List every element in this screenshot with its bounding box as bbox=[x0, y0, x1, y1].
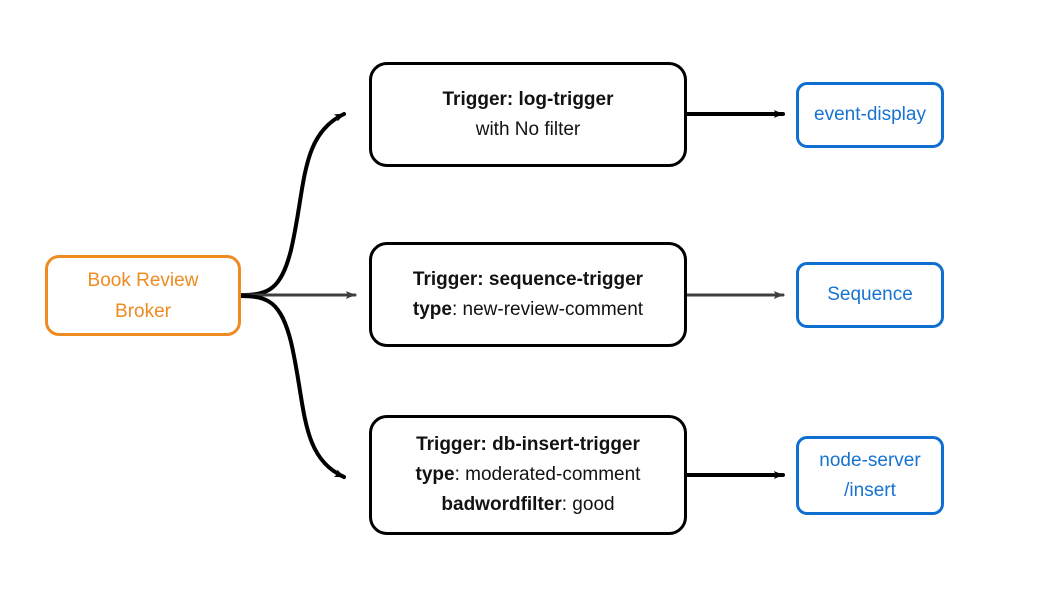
trigger-title: Trigger: sequence-trigger bbox=[412, 268, 644, 290]
sink-label-line-1: Sequence bbox=[827, 284, 913, 305]
trigger-title: Trigger: log-trigger bbox=[442, 88, 614, 110]
broker-label-line-2: Broker bbox=[115, 300, 171, 322]
trigger-extra-value: : good bbox=[561, 494, 615, 515]
trigger-detail-value: : moderated-comment bbox=[454, 464, 641, 485]
edge-broker-to-log-trigger bbox=[239, 112, 346, 297]
node-trigger-sequence-trigger[interactable]: Trigger: sequence-trigger type: new-revi… bbox=[369, 242, 687, 347]
sink-label-line-2: /insert bbox=[844, 479, 896, 501]
sink-label-line-1: node-server bbox=[819, 449, 921, 471]
trigger-title: Trigger: db-insert-trigger bbox=[416, 434, 640, 455]
trigger-detail: with No filter bbox=[476, 115, 581, 145]
trigger-detail: type: new-review-comment bbox=[413, 295, 643, 325]
node-book-review-broker[interactable]: Book Review Broker bbox=[45, 255, 241, 336]
node-trigger-log-trigger[interactable]: Trigger: log-trigger with No filter bbox=[369, 62, 687, 167]
node-sink-node-server-insert[interactable]: node-server /insert bbox=[796, 436, 944, 515]
trigger-detail-key: type bbox=[415, 464, 455, 485]
trigger-extra-key: badwordfilter bbox=[441, 494, 562, 515]
trigger-detail: type: moderated-comment bbox=[416, 460, 641, 490]
trigger-extra: badwordfilter: good bbox=[441, 490, 614, 520]
edge-broker-to-db-insert-trigger bbox=[239, 294, 346, 479]
node-trigger-db-insert-trigger[interactable]: Trigger: db-insert-trigger type: moderat… bbox=[369, 415, 687, 535]
node-sink-sequence[interactable]: Sequence bbox=[796, 262, 944, 328]
trigger-detail-key: type bbox=[412, 298, 452, 320]
trigger-detail-value: with No filter bbox=[475, 118, 581, 140]
sink-label-line-1: event-display bbox=[814, 104, 926, 125]
node-sink-event-display[interactable]: event-display bbox=[796, 82, 944, 148]
trigger-detail-value: : new-review-comment bbox=[451, 298, 644, 320]
broker-label-line-1: Book Review bbox=[87, 269, 199, 291]
